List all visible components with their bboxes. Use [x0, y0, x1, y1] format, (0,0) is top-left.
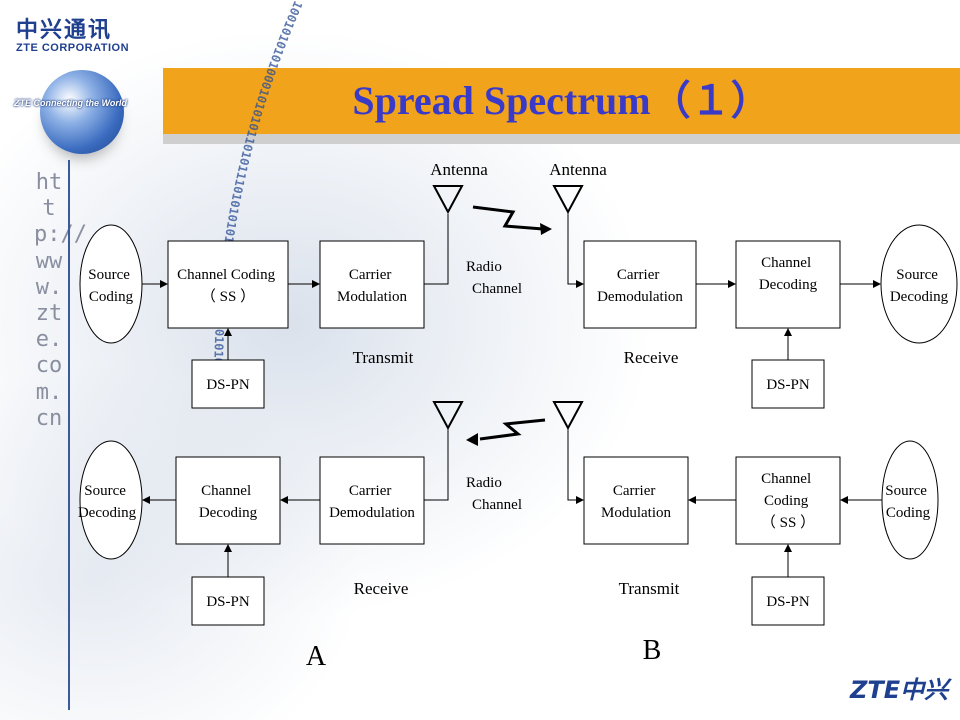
top-ds-pn-right-box	[751, 359, 825, 409]
top-carrier-modulation-box	[319, 240, 425, 329]
vertical-url: http://www.zte.com.cn	[34, 170, 87, 431]
left-divider-line	[68, 160, 70, 710]
globe-icon	[40, 70, 124, 154]
top-radio-link-icon	[472, 205, 552, 235]
bottom-channel-coding-box	[735, 456, 841, 545]
top-arrows	[142, 210, 881, 360]
slide-title: Spread Spectrum（１）	[352, 78, 771, 123]
label-b: B	[643, 635, 662, 666]
zte-footer-logo: ZTE中兴	[850, 676, 949, 704]
top-ds-pn-right-label: DS-PN	[766, 377, 810, 393]
top-transmit-caption: Transmit	[353, 348, 414, 367]
bottom-ds-pn-left-box	[191, 576, 265, 626]
top-carrier-demodulation-label: Carrier Demodulation	[597, 267, 683, 305]
top-radio-channel-label: Radio Channel	[466, 259, 522, 297]
bottom-channel-coding-label: Channel Coding （ SS ）	[761, 471, 815, 531]
bottom-receive-caption: Receive	[354, 579, 409, 598]
title-bar	[163, 68, 960, 144]
bottom-carrier-demodulation-label: Carrier Demodulation	[329, 483, 415, 521]
bottom-carrier-modulation-label: Carrier Modulation	[601, 483, 671, 521]
bottom-ds-pn-left-label: DS-PN	[206, 594, 250, 610]
top-source-decoding-ellipse	[880, 224, 958, 344]
bottom-source-decoding-label: Source Decoding	[78, 483, 137, 521]
zte-logo: 中兴通讯 ZTE CORPORATION	[16, 12, 129, 54]
top-carrier-demodulation-box	[583, 240, 697, 329]
top-receive-caption: Receive	[624, 348, 679, 367]
top-ds-pn-left-label: DS-PN	[206, 377, 250, 393]
bottom-arrows	[142, 426, 882, 577]
bottom-source-coding-label: Source Coding	[885, 483, 930, 521]
top-source-coding-ellipse	[79, 224, 143, 344]
bottom-carrier-demodulation-box	[319, 456, 425, 545]
top-ds-pn-left-box	[191, 359, 265, 409]
logo-chinese-text: 中兴通讯	[16, 18, 113, 43]
top-carrier-modulation-label: Carrier Modulation	[337, 267, 407, 305]
label-a: A	[306, 641, 327, 672]
top-left-antenna-icon	[432, 185, 464, 215]
bottom-source-coding-ellipse	[881, 440, 939, 560]
bottom-channel-decoding-label: Channel Decoding	[199, 483, 258, 521]
top-right-antenna-label: Antenna	[549, 160, 607, 179]
bottom-ds-pn-right-label: DS-PN	[766, 594, 810, 610]
top-left-antenna-label: Antenna	[430, 160, 488, 179]
bottom-right-antenna-icon	[552, 401, 584, 431]
bottom-channel-decoding-box	[175, 456, 281, 545]
bottom-radio-channel-label: Radio Channel	[466, 475, 522, 513]
top-channel-coding-label: Channel Coding （ SS ）	[177, 267, 279, 305]
bottom-source-decoding-ellipse	[79, 440, 143, 560]
bottom-transmit-caption: Transmit	[619, 579, 680, 598]
logo-english-text: ZTE CORPORATION	[16, 42, 130, 54]
top-source-decoding-label: Source Decoding	[890, 267, 949, 305]
top-channel-coding-box	[167, 240, 289, 329]
bottom-left-antenna-icon	[432, 401, 464, 431]
globe-tagline: ZTE Connecting the World	[14, 98, 127, 108]
top-right-antenna-icon	[552, 185, 584, 215]
bottom-carrier-modulation-box	[583, 456, 689, 545]
bottom-radio-link-icon	[466, 418, 546, 446]
bottom-ds-pn-right-box	[751, 576, 825, 626]
top-channel-decoding-label: Channel Decoding	[759, 255, 818, 293]
top-channel-decoding-box	[735, 240, 841, 329]
top-source-coding-label: Source Coding	[88, 267, 133, 305]
